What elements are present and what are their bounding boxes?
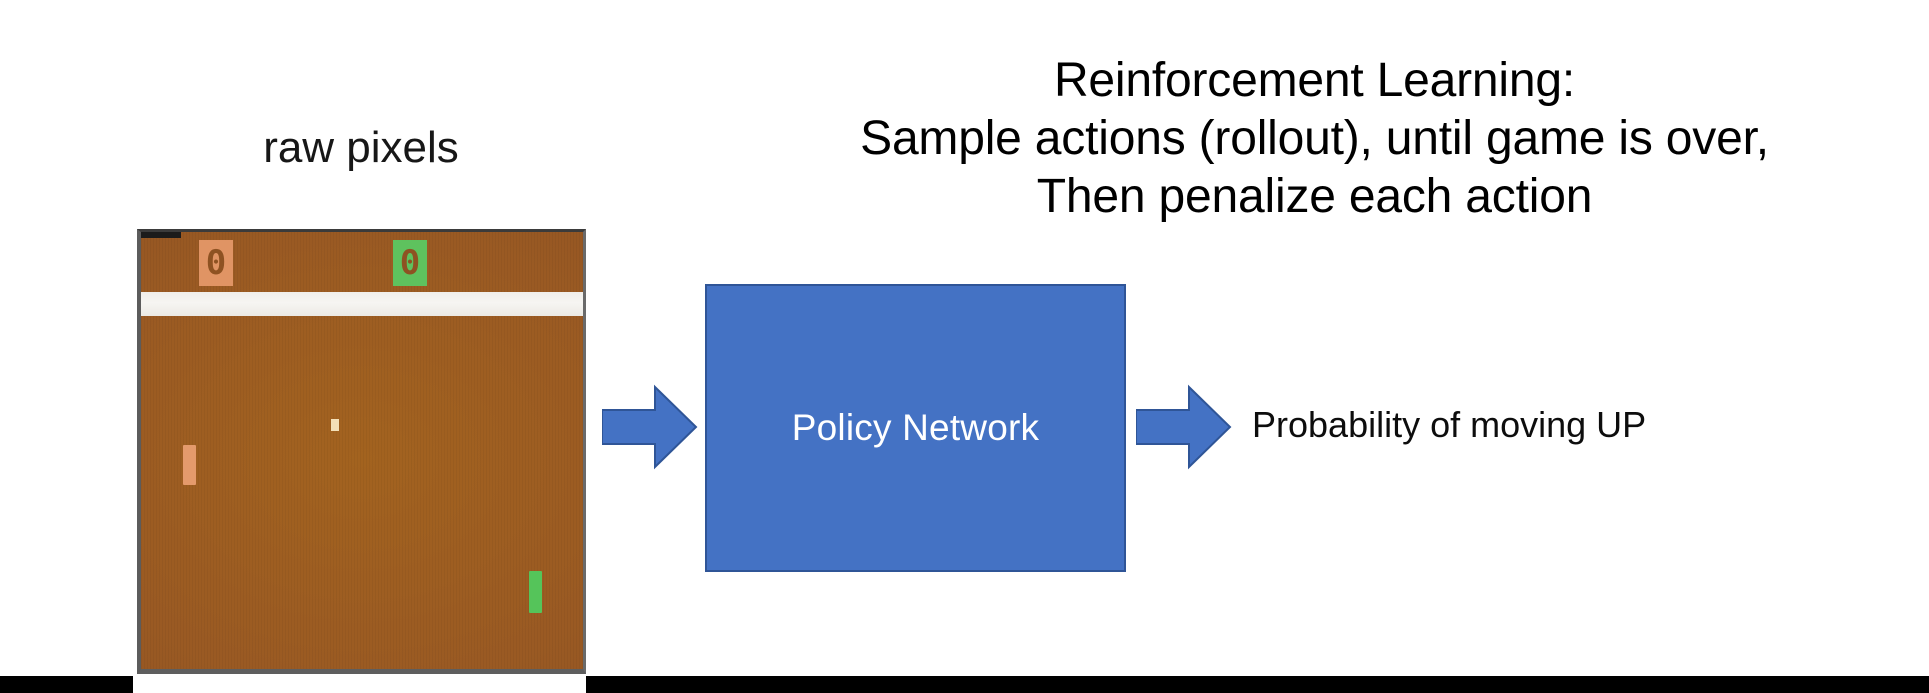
bottom-bar-left xyxy=(0,676,133,693)
headline-line-1: Reinforcement Learning: xyxy=(1053,54,1576,107)
headline-line-2: Sample actions (rollout), until game is … xyxy=(860,112,1769,165)
bottom-bar-right xyxy=(586,676,1929,693)
score-left-player: 0 xyxy=(199,240,233,286)
pong-ball xyxy=(331,419,339,431)
raw-pixels-caption: raw pixels xyxy=(263,123,459,172)
paddle-left-orange xyxy=(183,445,196,485)
policy-network-box[interactable]: Policy Network xyxy=(705,284,1126,572)
pong-game-screen: 0 0 xyxy=(137,229,586,674)
policy-network-label: Policy Network xyxy=(791,407,1040,448)
headline-block: Reinforcement Learning: Sample actions (… xyxy=(700,52,1929,226)
arrow-right-out-of-policy-network xyxy=(1136,384,1232,470)
headline-line-3: Then penalize each action xyxy=(1036,170,1593,223)
playfield-divider-band xyxy=(141,292,583,316)
paddle-right-green xyxy=(529,571,542,613)
arrow-right-into-policy-network xyxy=(602,384,698,470)
screen-corner-notch xyxy=(141,232,181,238)
score-right-player: 0 xyxy=(393,240,427,286)
output-probability-label: Probability of moving UP xyxy=(1252,404,1647,445)
